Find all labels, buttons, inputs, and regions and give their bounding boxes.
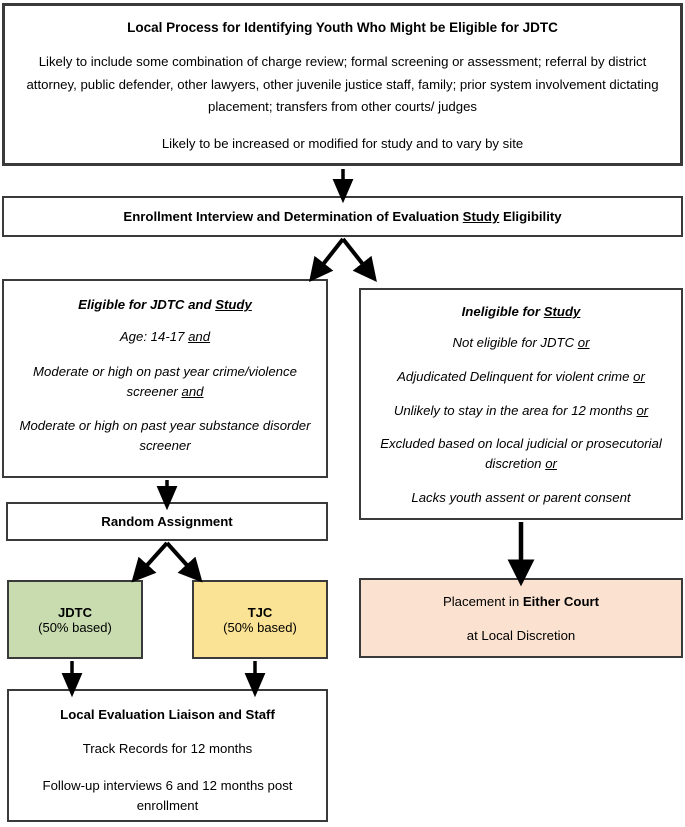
node-arm-tjc: TJC (50% based) [192, 580, 328, 659]
enrollment-suffix: Eligibility [499, 209, 562, 224]
enrollment-label: Enrollment Interview and Determination o… [113, 209, 571, 224]
eligible-criterion-age-text: Age: 14-17 [119, 329, 189, 344]
local-process-heading: Local Process for Identifying Youth Who … [127, 20, 558, 35]
node-arm-jdtc: JDTC (50% based) [7, 580, 143, 659]
eligible-heading-prefix: Eligible for JDTC and [78, 297, 216, 312]
enrollment-underlined-study: Study [462, 209, 500, 224]
liaison-heading: Local Evaluation Liaison and Staff [60, 707, 275, 722]
node-placement-either-court: Placement in Either Court at Local Discr… [359, 578, 683, 658]
eligible-criterion-substance: Moderate or high on past year substance … [4, 416, 326, 456]
node-local-process: Local Process for Identifying Youth Who … [2, 3, 683, 166]
ineligible-heading: Ineligible for Study [452, 304, 591, 319]
ineligible-criterion-adjudicated-conjunction: or [633, 368, 645, 384]
ineligible-criterion-discretion-text: Excluded based on local judicial or pros… [380, 436, 662, 472]
eligible-criterion-crime-violence: Moderate or high on past year crime/viol… [4, 362, 326, 402]
eligible-heading-underlined-study: Study [215, 297, 252, 312]
ineligible-criterion-not-eligible-jdtc: Not eligible for JDTC or [442, 333, 599, 353]
eligible-criterion-age-conjunction: and [188, 329, 211, 344]
placement-line-2: at Local Discretion [466, 627, 576, 643]
ineligible-criterion-consent-text: Lacks youth assent or parent consent [411, 489, 631, 505]
placement-line-1: Placement in Either Court [433, 594, 609, 609]
arm-tjc-detail: (50% based) [223, 619, 297, 635]
ineligible-criterion-relocation-conjunction: or [636, 402, 649, 418]
arm-jdtc-name: JDTC [58, 604, 92, 620]
arrow-random-to-tjc [165, 541, 203, 583]
enrollment-prefix: Enrollment Interview and Determination o… [123, 209, 463, 224]
placement-line-1-prefix: Placement in [442, 593, 523, 609]
ineligible-criterion-not-eligible-jdtc-conjunction: or [577, 335, 590, 350]
random-assignment-label: Random Assignment [101, 514, 233, 529]
local-process-note: Likely to be increased or modified for s… [161, 136, 524, 152]
ineligible-criterion-relocation: Unlikely to stay in the area for 12 mont… [384, 401, 658, 421]
ineligible-heading-prefix: Ineligible for [461, 304, 544, 319]
ineligible-heading-underlined-study: Study [543, 304, 581, 319]
arm-tjc-name: TJC [247, 604, 273, 620]
eligible-criterion-crime-violence-text: Moderate or high on past year crime/viol… [33, 363, 297, 399]
arrow-enrollment-to-ineligible [341, 237, 377, 283]
ineligible-criterion-discretion-conjunction: or [545, 456, 557, 472]
liaison-line-track-records: Track Records for 12 months [82, 741, 253, 756]
ineligible-criterion-consent: Lacks youth assent or parent consent [401, 488, 640, 508]
arrow-enrollment-to-eligible [309, 237, 345, 283]
ineligible-criterion-adjudicated: Adjudicated Delinquent for violent crime… [387, 367, 655, 387]
eligible-criterion-substance-text: Moderate or high on past year substance … [19, 418, 311, 454]
node-ineligible-for-study: Ineligible for Study Not eligible for JD… [359, 288, 683, 520]
ineligible-criterion-not-eligible-jdtc-text: Not eligible for JDTC [452, 335, 578, 350]
ineligible-criterion-relocation-text: Unlikely to stay in the area for 12 mont… [393, 402, 637, 418]
node-local-evaluation-liaison: Local Evaluation Liaison and Staff Track… [7, 689, 328, 822]
node-enrollment-interview: Enrollment Interview and Determination o… [2, 196, 683, 237]
arm-jdtc-detail: (50% based) [38, 619, 112, 635]
eligible-heading: Eligible for JDTC and Study [68, 297, 262, 312]
placement-line-1-bold: Either Court [522, 593, 600, 609]
eligible-criterion-crime-violence-conjunction: and [181, 383, 204, 399]
arrow-random-to-jdtc [131, 541, 169, 583]
ineligible-criterion-adjudicated-text: Adjudicated Delinquent for violent crime [397, 368, 634, 384]
ineligible-criterion-discretion: Excluded based on local judicial or pros… [361, 434, 681, 474]
eligible-criterion-age: Age: 14-17 and [110, 327, 220, 347]
node-eligible-for-jdtc-and-study: Eligible for JDTC and Study Age: 14-17 a… [2, 279, 328, 478]
local-process-body: Likely to include some combination of ch… [26, 54, 659, 115]
node-random-assignment: Random Assignment [6, 502, 328, 541]
liaison-line-followup: Follow-up interviews 6 and 12 months pos… [42, 777, 293, 813]
